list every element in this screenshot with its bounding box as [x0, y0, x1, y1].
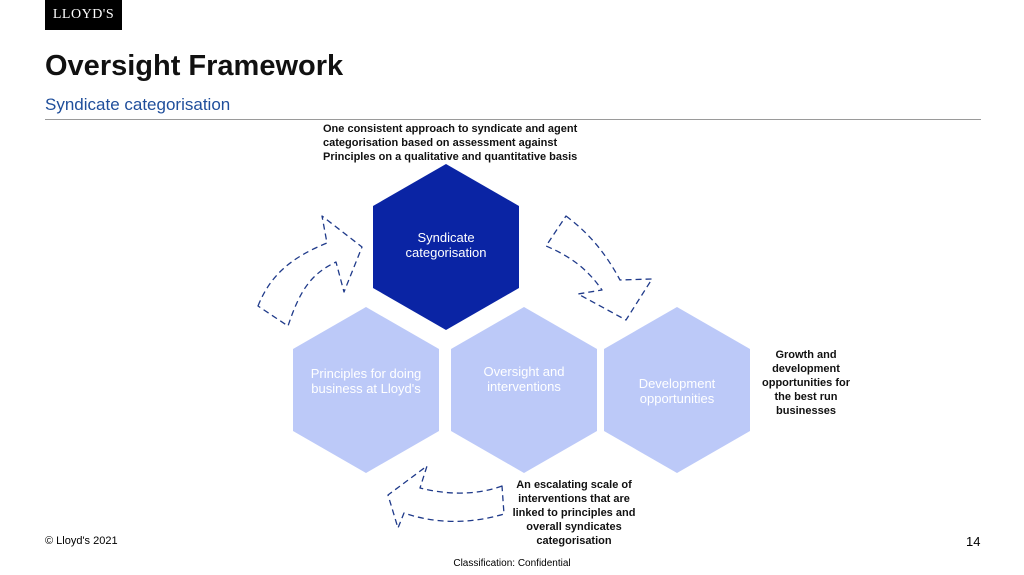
hexagon-oversight: [451, 307, 597, 473]
note-growth: Growth and development opportunities for…: [762, 349, 850, 417]
hexagon-label-development: Development opportunities: [638, 376, 716, 406]
page-subtitle: Syndicate categorisation: [45, 95, 231, 114]
hexagon-label-principles: Principles for doing business at Lloyd's: [310, 366, 422, 396]
page-number: 14: [966, 534, 981, 549]
note-categorisation: One consistent approach to syndicate and…: [323, 123, 578, 163]
cycle-arrow-bottom: [387, 465, 505, 529]
copyright: © Lloyd's 2021: [45, 535, 118, 547]
hexagon-label-syndicate: Syndicate categorisation: [405, 230, 487, 260]
page-title: Oversight Framework: [45, 50, 344, 82]
note-interventions: An escalating scale of interventions tha…: [512, 479, 636, 547]
cycle-arrow-right: [545, 215, 653, 321]
hexagon-syndicate: [373, 164, 519, 330]
header-divider: [45, 119, 981, 120]
hexagon-principles: [293, 307, 439, 473]
hexagon-label-oversight: Oversight and interventions: [483, 364, 565, 394]
classification-label: Classification: Confidential: [453, 558, 571, 569]
lloyds-logo: LLOYD'S: [45, 0, 122, 30]
cycle-arrow-left: [257, 215, 363, 327]
hexagon-development: [604, 307, 750, 473]
